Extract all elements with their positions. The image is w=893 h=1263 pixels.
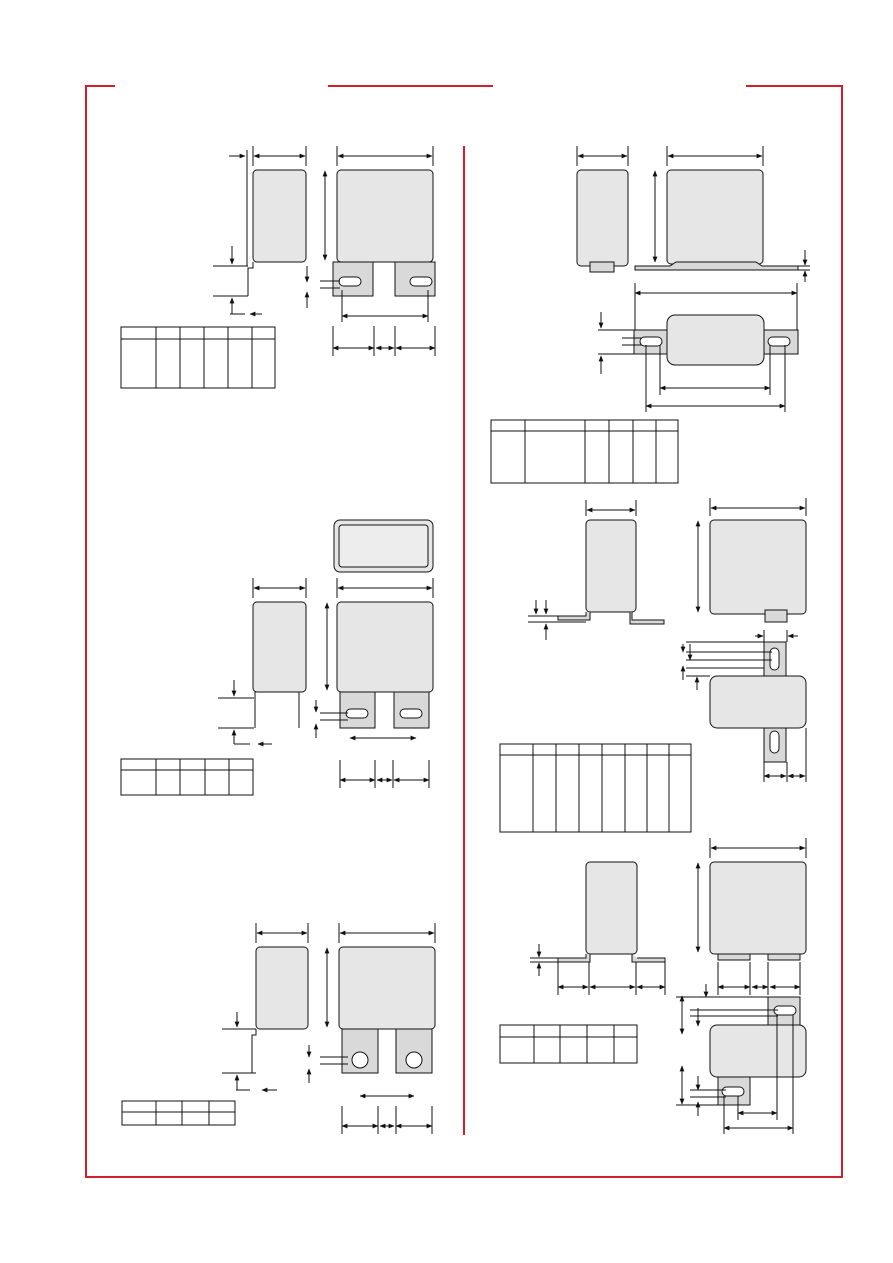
dimension-arrow-icon (256, 930, 435, 1129)
dimension-arrow-icon (253, 153, 436, 351)
capacitor-side-view (585, 519, 637, 613)
capacitor-side-view (252, 601, 307, 693)
mounting-slot-icon (399, 708, 423, 719)
dimension-table-a (120, 326, 276, 389)
mounting-hole-icon (351, 1051, 369, 1069)
dimension-table-f (499, 1024, 638, 1064)
drawing-b (120, 519, 434, 796)
mounting-slot-icon (639, 336, 663, 347)
mounting-slot-icon (767, 336, 791, 347)
mounting-slot-icon (769, 647, 780, 671)
mounting-hole-icon (405, 1051, 423, 1069)
mounting-slot-icon (409, 276, 433, 287)
drawing-f (499, 838, 807, 1134)
capacitor-front-view (336, 601, 434, 693)
capacitor-side-view (255, 946, 309, 1030)
drawing-d (490, 146, 810, 484)
capacitor-front-view (336, 169, 434, 263)
capacitor-front-view (709, 861, 807, 955)
capacitor-top-view (666, 314, 765, 366)
dimension-table-d (490, 419, 679, 484)
dimension-arrow-icon (557, 845, 806, 1131)
dimension-table-c (121, 1100, 236, 1126)
drawing-a (120, 146, 436, 389)
mounting-slot-icon (769, 730, 780, 754)
drawing-e (499, 498, 807, 833)
capacitor-front-view (709, 519, 807, 615)
page-frame (85, 85, 843, 1178)
capacitor-top-view (709, 675, 807, 729)
mounting-slot-icon (345, 708, 369, 719)
dimension-arrow-icon (586, 505, 806, 779)
capacitor-side-view (585, 861, 638, 955)
dimension-arrow-icon (253, 585, 433, 783)
capacitor-side-view (252, 169, 307, 263)
mounting-slot-icon (721, 1086, 745, 1097)
capacitor-side-view (576, 169, 629, 267)
mounting-slot-icon (338, 276, 362, 287)
dimension-arrow-icon (577, 153, 798, 409)
dimension-table-e (499, 743, 692, 833)
capacitor-front-view (666, 169, 764, 265)
drawing-c (121, 923, 436, 1134)
dimension-table-b (120, 758, 254, 796)
capacitor-front-view (338, 946, 436, 1030)
capacitor-top-view (709, 1024, 807, 1078)
